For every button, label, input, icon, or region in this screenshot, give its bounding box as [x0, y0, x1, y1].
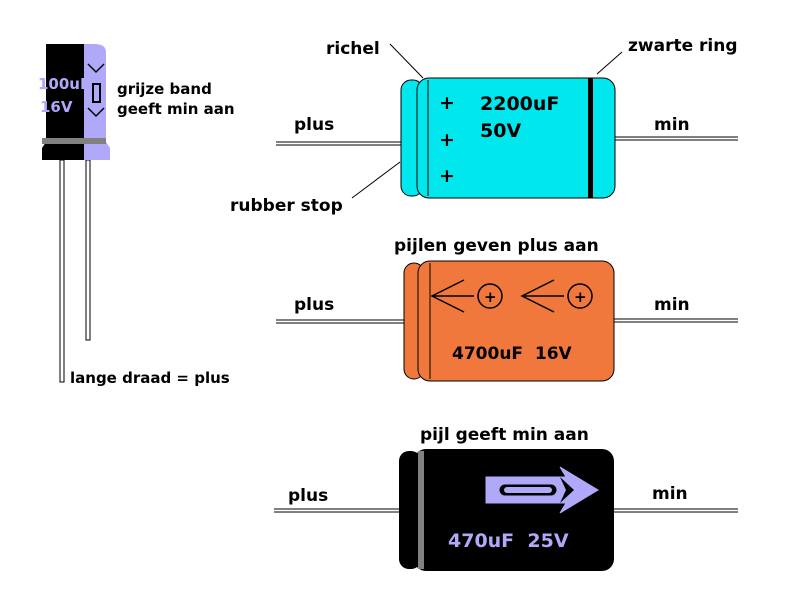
small-cap-crimp — [42, 138, 106, 144]
small-cap-value: 100uF — [38, 75, 90, 93]
black-min-label: min — [652, 484, 688, 504]
black-ring-label: zwarte ring — [628, 36, 738, 56]
minus-marker-icon — [92, 83, 101, 103]
orange-axial-capacitor: + + 4700uF 16V — [276, 260, 738, 382]
cyan-cap-value: 2200uF — [480, 93, 559, 115]
black-axial-capacitor: 470uF 25V — [274, 449, 738, 571]
cyan-plus-sign-1: + — [439, 92, 455, 114]
short-lead — [85, 159, 91, 341]
long-lead — [59, 159, 65, 383]
cyan-plus-label: plus — [294, 115, 334, 135]
cyan-plus-sign-2: + — [439, 129, 455, 151]
cyan-min-label: min — [654, 115, 690, 135]
black-plus-label: plus — [288, 486, 328, 506]
ring-pointer — [596, 51, 623, 75]
plus-circle-sign: + — [484, 288, 497, 306]
black-grey-band — [418, 451, 424, 569]
grey-band-label-2: geeft min aan — [117, 100, 235, 118]
stopper-pointer — [351, 161, 401, 199]
black-title: pijl geeft min aan — [420, 425, 589, 445]
cyan-axial-capacitor: + + + 2200uF 50V — [276, 43, 738, 199]
black-cap-body — [414, 449, 614, 571]
grey-band-label-1: grijze band — [117, 80, 212, 98]
small-radial-capacitor: 100uF 16V — [38, 44, 110, 383]
orange-title: pijlen geven plus aan — [394, 236, 599, 256]
minus-chevron-icon — [87, 63, 105, 74]
rubber-stopper-label: rubber stop — [230, 196, 343, 216]
orange-cap-value: 4700uF 16V — [452, 344, 573, 364]
plus-circle-icon-2 — [567, 283, 593, 309]
minus-arrow-slot-inner — [504, 487, 552, 493]
ridge-label: richel — [326, 39, 380, 59]
plus-circle-icon — [477, 283, 503, 309]
minus-arrow-notch — [560, 477, 574, 503]
orange-plus-label: plus — [294, 295, 334, 315]
long-lead-label: lange draad = plus — [70, 369, 230, 387]
cyan-cap-voltage: 50V — [480, 120, 521, 142]
black-ring — [588, 78, 593, 198]
cyan-plus-sign-3: + — [439, 165, 455, 187]
orange-min-label: min — [654, 295, 690, 315]
ridge-pointer — [389, 43, 424, 79]
orange-cap-body — [417, 260, 615, 382]
small-cap-voltage: 16V — [40, 98, 73, 116]
cyan-cap-body — [416, 77, 616, 199]
minus-chevron-icon — [87, 107, 105, 118]
plus-circle-sign-2: + — [574, 288, 587, 306]
black-cap-value: 470uF 25V — [448, 530, 569, 552]
